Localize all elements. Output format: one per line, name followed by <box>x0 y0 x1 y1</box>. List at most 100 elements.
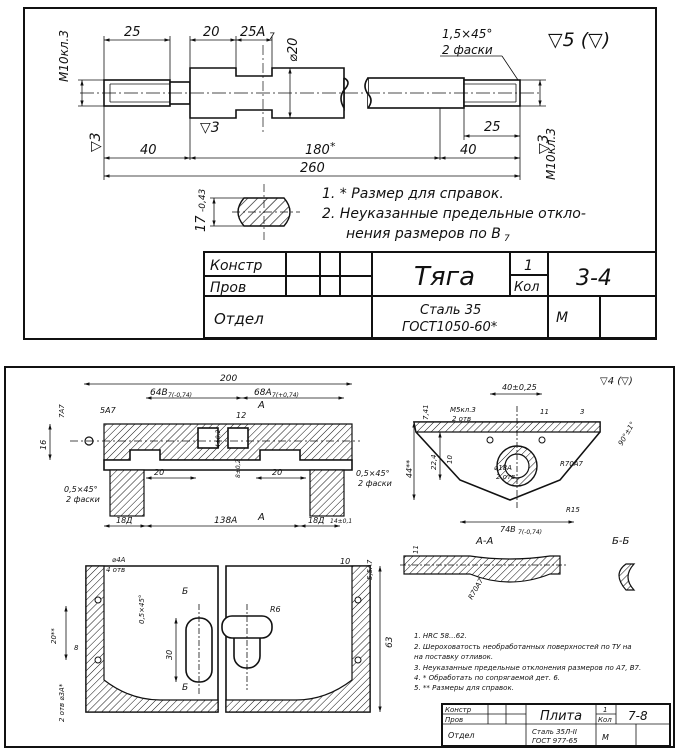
tb1-qty: 1 <box>524 258 533 274</box>
dim-40-right: 40 <box>460 143 477 158</box>
d2-dim-22: 22,4 <box>430 454 438 470</box>
roughness-right: ▽3 <box>536 134 552 154</box>
d2-dim-20a: 20 <box>154 468 164 477</box>
d2-dim-dia4: ⌀4А <box>112 556 126 564</box>
d2-dim-90: 90°±1° <box>617 420 637 447</box>
tb1-material2: ГОСТ1050-60* <box>402 320 498 335</box>
roughness-main: ▽5 (▽) <box>548 29 610 51</box>
tb2-name: Плита <box>540 709 582 724</box>
d2-dim-10: 10 <box>446 455 454 464</box>
d2-dim-12: 12 <box>236 411 246 420</box>
title-block-plate <box>441 703 671 747</box>
d2-dim-20b: 20 <box>272 468 282 477</box>
tb1-code: 3-4 <box>576 266 612 291</box>
roughness-left: ▽3 <box>88 132 104 152</box>
d2-dim-dia18: ⌀18А <box>494 464 512 472</box>
d2-dim-40: 40±0,25 <box>502 383 537 392</box>
tb2-qty: 1 <box>603 706 607 714</box>
dim-dia20: ⌀20 <box>286 38 301 62</box>
dim-25a7: 25A <box>240 25 265 40</box>
d2-dim-16: 16 <box>39 440 48 450</box>
d2-dim-3: 3 <box>580 408 584 416</box>
d2-dim-68: 68А <box>254 388 272 398</box>
d2-dim-138a: 138А <box>214 516 237 526</box>
section-aa <box>400 555 566 583</box>
d2-dim-64-tol: 7(-0,74) <box>168 392 192 399</box>
d2-chamfer-l1: 0,5×45° <box>64 485 98 494</box>
tb2-scale: М <box>602 733 609 742</box>
tb1-konstr: Констр <box>210 258 263 274</box>
drawing-sheet-plate <box>4 366 675 748</box>
d2-dim-5a7: 5А7 <box>100 406 117 415</box>
note-1: 1. * Размер для справок. <box>322 186 504 202</box>
d2-sec-a-top: А <box>257 400 265 411</box>
d2-note-2: 2. Шероховатость необработанных поверхно… <box>414 643 632 651</box>
d2-dim-18d-l: 18Д <box>116 516 132 525</box>
tb2-prov: Пров <box>445 716 463 724</box>
d2-dim-74b: 74В <box>500 525 516 534</box>
dim-25a7-sub: 7 <box>269 32 275 42</box>
d2-dim-7a7: 7А7 <box>58 404 66 418</box>
dim-180-star: * <box>330 140 336 153</box>
dim-25-right: 25 <box>484 120 501 135</box>
tb2-code: 7-8 <box>628 709 648 723</box>
d2-dim-55: 5,5А7 <box>366 559 374 580</box>
section-bb <box>618 563 636 591</box>
d2-dim-11: 11 <box>540 408 549 416</box>
plate-side-view <box>413 406 601 510</box>
d2-dim-63: 63 <box>385 636 395 648</box>
plate-plan-view <box>85 565 371 713</box>
dim-25-left: 25 <box>124 25 141 40</box>
dim-chamfer-count: 2 фаски <box>442 43 493 57</box>
dim-m10-left: M10кл.3 <box>57 30 71 82</box>
plate-plan-dims <box>64 566 382 712</box>
d2-dim-m5b: 2 отв <box>452 415 471 423</box>
d2-dim-68-tol: 7(+0,74) <box>272 392 299 399</box>
d2-sec-b-top: Б <box>182 587 188 597</box>
d2-dim-8: 8±0,2 <box>235 459 242 478</box>
d2-sec-b-bottom: Б <box>182 683 188 693</box>
d2-sec-a-bottom: А <box>257 512 265 523</box>
d2-chamfer-l2: 2 фаски <box>66 495 100 504</box>
note-2-sub: 7 <box>504 234 510 244</box>
rod-dimensions <box>78 36 546 180</box>
d2-dim-20s: 20** <box>50 628 58 644</box>
dim-180: 180 <box>305 143 330 158</box>
tb2-material1: Сталь 35Л-II <box>532 728 577 736</box>
d2-dim-14: 14±0,1 <box>330 518 352 525</box>
dim-chamfer: 1,5×45° <box>442 27 492 41</box>
d2-dim-64: 64В <box>150 388 168 398</box>
d2-dim-r70b: R70А7 <box>467 577 486 601</box>
d2-note-1: 1. HRC 58...62. <box>414 632 467 640</box>
d2-dim-18d-r: 18Д <box>308 516 324 525</box>
d2-note-5: 5. ** Размеры для справок. <box>414 684 514 692</box>
tb1-name: Тяга <box>414 262 475 292</box>
d2-chamfer-r2: 2 фаски <box>358 479 392 488</box>
d2-dim-44: 44** <box>405 460 414 478</box>
title-block-rod <box>203 251 657 339</box>
tb2-otdel: Отдел <box>448 731 475 740</box>
d2-note-2b: на поставку отливок. <box>414 653 493 661</box>
d2-dim-8b: 8 <box>74 644 79 652</box>
d2-dim-r70: R70А7 <box>560 460 584 468</box>
plate-front-view <box>70 423 360 517</box>
d2-label-aa: А-А <box>475 536 493 547</box>
d2-dim-200: 200 <box>220 374 237 384</box>
dim-m10-right: M10кл.3 <box>544 128 558 180</box>
d2-dim-11b: 11 <box>412 545 420 554</box>
tb1-kol: Кол <box>514 280 540 295</box>
d2-dim-30: 30 <box>165 650 174 660</box>
d2-roughness: ▽4 (▽) <box>600 376 633 387</box>
dim-40-left: 40 <box>140 143 157 158</box>
note-2: 2. Неуказанные предельные откло- <box>322 206 586 222</box>
d2-dim-dia18b: 2 отв <box>496 473 515 481</box>
d2-dim-10b: 10 <box>340 557 350 566</box>
d2-dim-r15: R15 <box>566 506 580 514</box>
d2-dim-4: 4±0,2 <box>215 429 222 448</box>
d2-note-4: 4. * Обработать по сопрягаемой дет. 6. <box>414 674 560 682</box>
d2-chamfer-r1: 0,5×45° <box>356 469 390 478</box>
rod-cross-section <box>210 184 300 240</box>
roughness-mid: ▽3 <box>200 120 220 136</box>
tb1-scale: М <box>556 310 568 326</box>
